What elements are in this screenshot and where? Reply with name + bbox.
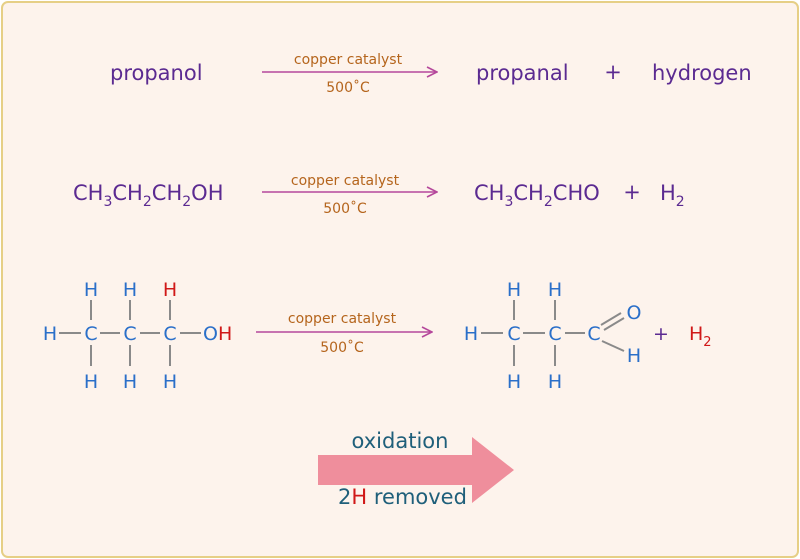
formula-h2-symbol: H [660, 181, 676, 205]
word-product-propanal: propanal [476, 61, 569, 85]
atom-hydrogen: H [123, 371, 137, 393]
double-bond [600, 312, 622, 326]
formula-h2-subscript: 2 [676, 194, 685, 210]
atom-carbon: C [548, 323, 561, 345]
removed-count: 2 [338, 485, 351, 509]
formula-reactant-part: CH [152, 181, 182, 205]
formula-condition-bottom: 500˚C [323, 200, 367, 217]
structural-h2-subscript: 2 [703, 335, 711, 350]
double-bond [603, 317, 625, 331]
formula-reactant-subscript: 3 [103, 194, 112, 210]
formula-plus: + [623, 180, 641, 204]
atom-hydrogen: H [43, 323, 57, 345]
word-condition-bottom: 500˚C [326, 79, 370, 96]
formula-product-subscript: 3 [504, 194, 513, 210]
atom-hydrogen-removed: H [218, 323, 232, 345]
atom-carbon: C [507, 323, 520, 345]
structural-product-hydrogen: H2 [689, 323, 712, 350]
formula-reactant-part: OH [191, 181, 223, 205]
formula-product-part: CH [513, 181, 543, 205]
atom-hydrogen: H [84, 279, 98, 301]
atom-hydrogen: H [507, 371, 521, 393]
formula-product-part: CHO [553, 181, 600, 205]
atom-hydrogen: H [548, 371, 562, 393]
atom-hydrogen: H [627, 345, 641, 367]
structural-condition-top: copper catalyst [288, 311, 397, 327]
formula-reactant-subscript: 2 [143, 194, 152, 210]
word-reactant: propanol [110, 61, 203, 85]
oxidation-label: oxidation [352, 429, 449, 453]
structural-h2-symbol: H [689, 323, 703, 345]
atom-oxygen: O [627, 302, 642, 324]
structural-plus: + [653, 323, 669, 345]
atom-oxygen: O [203, 323, 218, 345]
atom-carbon: C [587, 323, 600, 345]
formula-product-part: CH [474, 181, 504, 205]
propanal-structure: H H H C C C O H H H [464, 279, 642, 393]
atom-hydrogen: H [507, 279, 521, 301]
bond [601, 340, 625, 352]
removed-text: removed [367, 485, 467, 509]
structural-condition-bottom: 500˚C [320, 339, 364, 356]
formula-reactant-subscript: 2 [182, 194, 191, 210]
reactant-bonds [59, 300, 201, 366]
formula-reactant-part: CH [112, 181, 142, 205]
formula-product-propanal: CH3CH2CHO [474, 181, 600, 210]
formula-product-hydrogen: H2 [660, 181, 685, 210]
removed-note: 2H removed [338, 485, 467, 509]
atom-hydrogen: H [84, 371, 98, 393]
atom-carbon: C [163, 323, 176, 345]
atom-hydrogen-removed: H [163, 279, 177, 301]
formula-condition-top: copper catalyst [291, 173, 400, 189]
word-product-hydrogen: hydrogen [652, 61, 752, 85]
word-plus: + [604, 60, 622, 84]
atom-hydrogen: H [123, 279, 137, 301]
product-bonds [481, 300, 625, 366]
oxidation-arrow [318, 437, 514, 503]
formula-reactant-part: CH [73, 181, 103, 205]
removed-atom: H [351, 485, 367, 509]
atom-carbon: C [123, 323, 136, 345]
formula-reactant: CH3CH2CH2OH [73, 181, 224, 210]
atom-carbon: C [84, 323, 97, 345]
atom-hydrogen: H [163, 371, 177, 393]
atom-hydrogen: H [464, 323, 478, 345]
atom-hydrogen: H [548, 279, 562, 301]
propanol-structure: H H H H C C C OH H H H [43, 279, 232, 393]
word-condition-top: copper catalyst [294, 52, 403, 68]
formula-product-subscript: 2 [544, 194, 553, 210]
hydroxyl-group: OH [203, 323, 232, 345]
